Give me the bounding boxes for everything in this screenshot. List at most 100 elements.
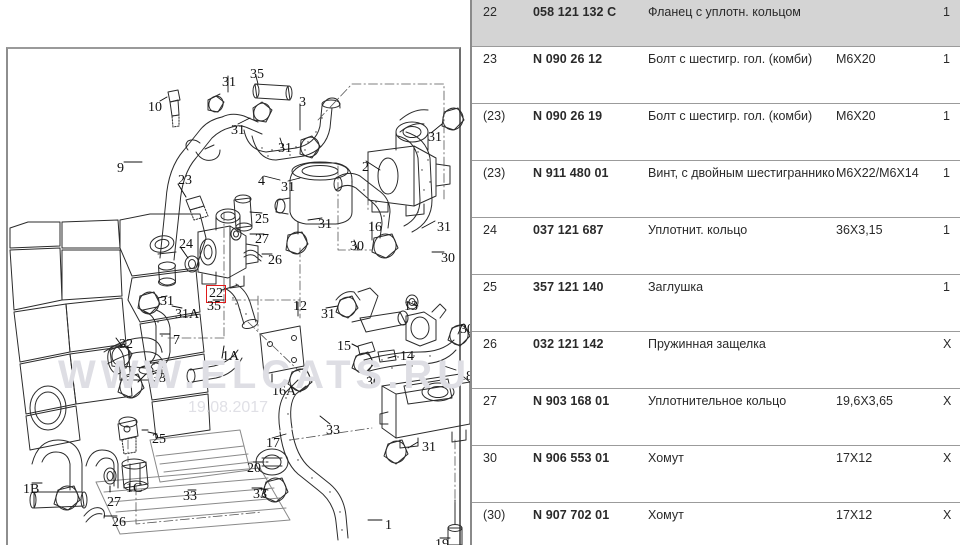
cell-size: 36X3,15 <box>835 216 937 274</box>
cell-size: M6X20 <box>835 45 937 103</box>
cell-size <box>835 330 937 388</box>
cell-part-number: N 090 26 19 <box>532 102 646 160</box>
cell-part-number: 058 121 132 C <box>532 0 646 46</box>
cell-part-number: N 903 168 01 <box>532 387 646 445</box>
cell-position: 30 <box>472 444 532 502</box>
cell-size: 19,6X3,65 <box>835 387 937 445</box>
callout-25: 25 <box>152 432 166 447</box>
callout-30: 30 <box>441 251 455 266</box>
callout-26: 26 <box>112 515 126 530</box>
cell-part-number: N 907 702 01 <box>532 501 646 545</box>
cell-part-number: 037 121 687 <box>532 216 646 274</box>
cell-position: 22 <box>472 0 532 46</box>
cell-description: Хомут <box>646 501 835 545</box>
callout-7: 7 <box>173 333 180 348</box>
callout-17: 17 <box>266 436 280 451</box>
callout-35: 35 <box>250 67 264 82</box>
cell-description: Винт, с двойным шестигранником <box>646 159 835 217</box>
cell-size <box>835 273 937 331</box>
callout-31: 31 <box>281 180 295 195</box>
cell-part-number: 032 121 142 <box>532 330 646 388</box>
cell-description: Фланец с уплотн. кольцом <box>646 0 835 46</box>
cell-quantity: 1 <box>937 45 960 103</box>
cell-position: 25 <box>472 273 532 331</box>
cell-quantity: X <box>937 501 960 545</box>
callout-31: 31 <box>422 440 436 455</box>
callout-19: 19 <box>435 537 449 545</box>
cell-description: Заглушка <box>646 273 835 331</box>
cell-description: Болт с шестигр. гол. (комби) <box>646 102 835 160</box>
callout-1: 1 <box>385 518 392 533</box>
exploded-view-diagram <box>9 75 470 545</box>
callout-33: 33 <box>253 487 267 502</box>
cell-description: Уплотнительное кольцо <box>646 387 835 445</box>
callout-13: 13 <box>404 299 418 314</box>
callout-12: 12 <box>293 299 307 314</box>
callout-31: 31 <box>222 75 236 90</box>
callout-15: 15 <box>337 339 351 354</box>
cell-part-number: N 090 26 12 <box>532 45 646 103</box>
callout-4: 4 <box>258 174 265 189</box>
callout-30: 30 <box>366 375 380 390</box>
callout-18: 18 <box>459 369 470 384</box>
cell-part-number: N 906 553 01 <box>532 444 646 502</box>
callout-31: 31 <box>428 130 442 145</box>
cell-quantity: X <box>937 387 960 445</box>
callout-14: 14 <box>400 349 414 364</box>
cell-quantity: 1 <box>937 216 960 274</box>
callout-31A: 31A <box>175 307 200 322</box>
callout-16: 16 <box>368 220 382 235</box>
diagram-border-frame <box>6 47 461 545</box>
callout-10: 10 <box>148 100 162 115</box>
cell-description: Уплотнит. кольцо <box>646 216 835 274</box>
callout-31: 31 <box>160 294 174 309</box>
callout-31: 31 <box>278 141 292 156</box>
cell-part-number: 357 121 140 <box>532 273 646 331</box>
callout-35: 35 <box>207 299 221 314</box>
callout-16A: 16A <box>272 384 297 399</box>
callout-25: 25 <box>255 212 269 227</box>
callout-26: 26 <box>268 253 282 268</box>
callout-24: 24 <box>179 237 193 252</box>
callout-33: 33 <box>152 371 166 386</box>
callout-27: 27 <box>107 495 121 510</box>
callout-9: 9 <box>117 161 124 176</box>
cell-quantity: 1 <box>937 273 960 331</box>
cell-description: Пружинная защелка <box>646 330 835 388</box>
cell-quantity: 1 <box>937 159 960 217</box>
cell-size: 17X12 <box>835 501 937 545</box>
callout-2: 2 <box>362 160 369 175</box>
callout-22: 22 <box>206 285 226 303</box>
cell-position: 27 <box>472 387 532 445</box>
callout-30: 30 <box>350 239 364 254</box>
cell-quantity: 1 <box>937 102 960 160</box>
callout-31: 31 <box>318 217 332 232</box>
cell-size <box>835 0 937 46</box>
cell-part-number: N 911 480 01 <box>532 159 646 217</box>
cell-size: 17X12 <box>835 444 937 502</box>
callout-1B: 1B <box>23 482 40 497</box>
callout-32: 32 <box>119 337 133 352</box>
callout-27: 27 <box>255 232 269 247</box>
cell-position: (23) <box>472 159 532 217</box>
callout-1C: 1C <box>126 481 143 496</box>
cell-position: 23 <box>472 45 532 103</box>
cell-size: M6X20 <box>835 102 937 160</box>
callout-31: 31 <box>437 220 451 235</box>
cell-description: Хомут <box>646 444 835 502</box>
callout-33: 33 <box>326 423 340 438</box>
cell-description: Болт с шестигр. гол. (комби) <box>646 45 835 103</box>
